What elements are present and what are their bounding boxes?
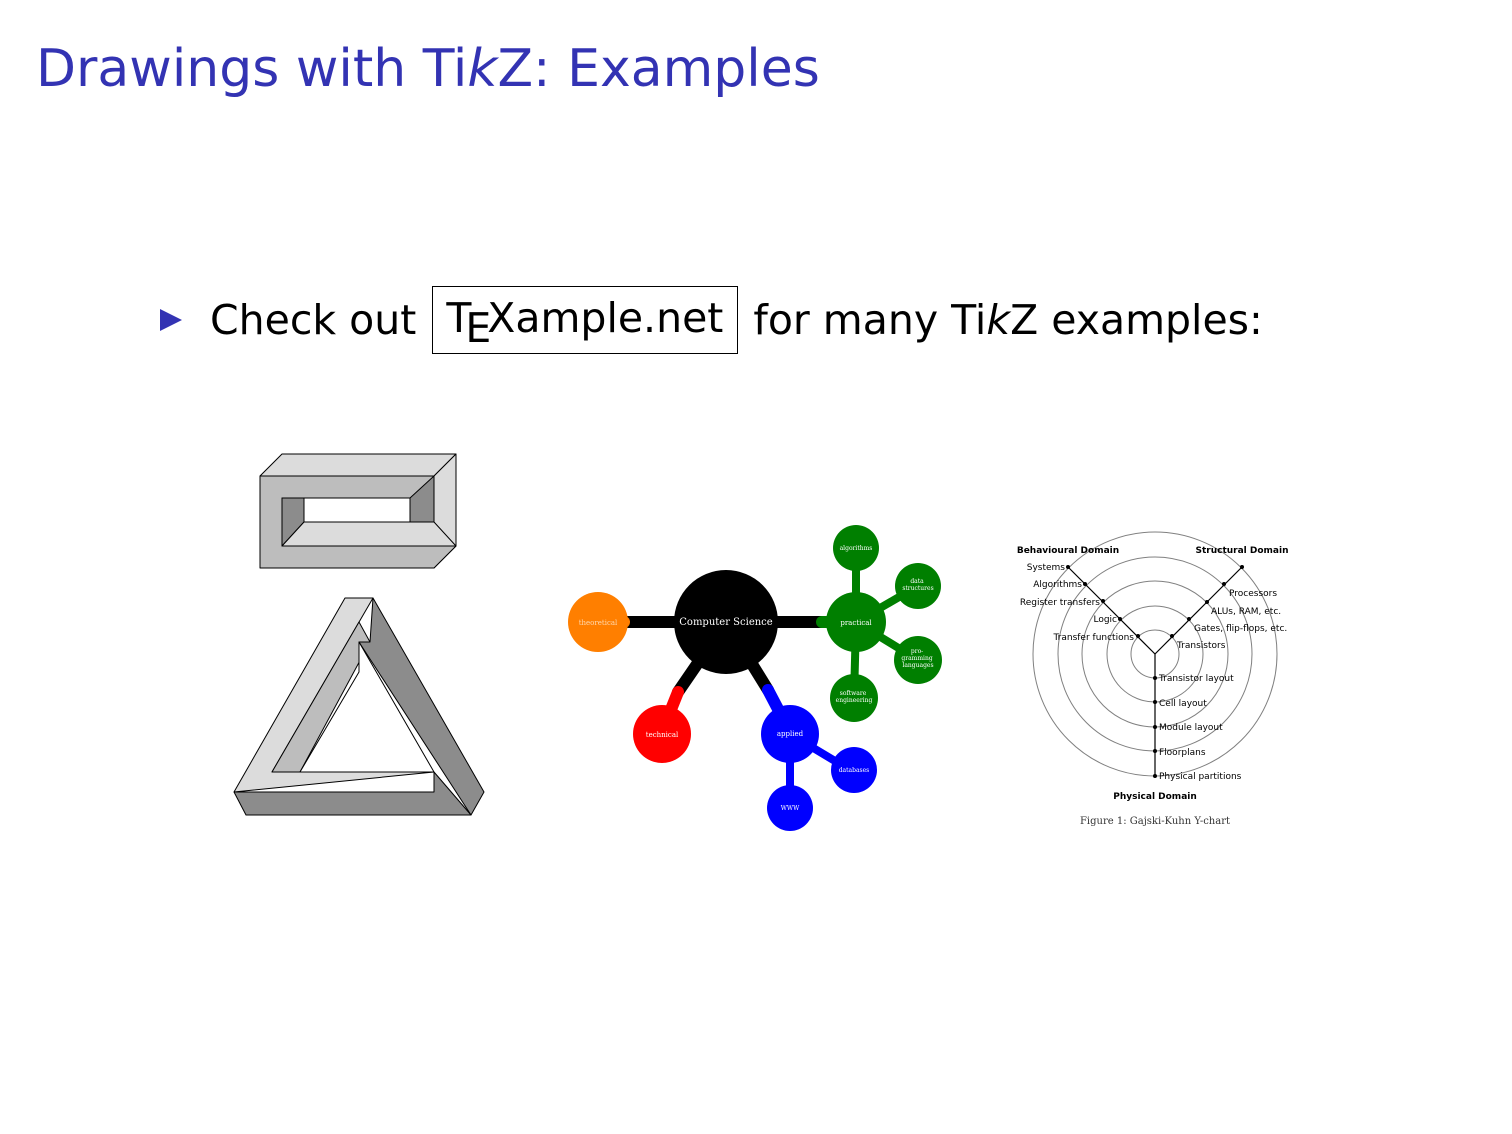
figure-caption: Figure 1: Gajski-Kuhn Y-chart <box>1079 816 1231 827</box>
label-applied: applied <box>777 730 804 738</box>
level-logic: Logic <box>1093 615 1117 625</box>
level-cell-layout: Cell layout <box>1159 699 1207 709</box>
node-algorithms <box>833 525 879 571</box>
level-module-layout: Module layout <box>1159 723 1223 733</box>
bullet-text-post: for many TikZ examples: <box>753 296 1263 344</box>
label-computer-science: Computer Science <box>679 617 773 628</box>
node-programming-languages <box>894 636 942 684</box>
level-transfer-functions: Transfer functions <box>1052 633 1134 643</box>
slide-title: Drawings with TikZ: Examples <box>36 39 820 99</box>
level-transistor-layout: Transistor layout <box>1158 674 1234 684</box>
node-practical <box>826 592 886 652</box>
physical-domain-label: Physical Domain <box>1113 792 1197 802</box>
label-data-structures: data structures <box>902 578 933 592</box>
label-www: WWW <box>781 805 800 812</box>
node-www <box>767 785 813 831</box>
y-chart-drawing: Behavioural Domain Structural Domain Phy… <box>1017 531 1289 802</box>
label-practical: practical <box>840 619 872 627</box>
node-theoretical <box>568 592 628 652</box>
level-algorithms: Algorithms <box>1033 580 1082 590</box>
mindmap-drawing: Computer Science theoretical technical p… <box>568 525 942 831</box>
level-transistors: Transistors <box>1176 641 1226 651</box>
penrose-triangle-drawing <box>233 597 485 816</box>
impossible-rectangle-drawing <box>259 453 457 569</box>
bullet-item: Check out TEXample.net for many TikZ exa… <box>160 284 1263 356</box>
level-systems: Systems <box>1027 563 1066 573</box>
node-applied <box>761 705 819 763</box>
label-algorithms: algorithms <box>840 545 873 552</box>
node-data-structures <box>895 563 941 609</box>
bullet-text-pre: Check out <box>210 296 417 344</box>
level-gates-flipflops: Gates, flip-flops, etc. <box>1194 624 1287 634</box>
structural-domain-label: Structural Domain <box>1195 546 1288 556</box>
label-technical: technical <box>646 731 679 739</box>
bullet-triangle-icon <box>160 309 182 331</box>
label-databases: databases <box>839 767 870 774</box>
node-computer-science <box>674 570 778 674</box>
label-theoretical: theoretical <box>579 619 618 627</box>
level-alus-ram: ALUs, RAM, etc. <box>1211 607 1281 617</box>
level-register-transfers: Register transfers <box>1020 598 1100 608</box>
level-floorplans: Floorplans <box>1159 748 1206 758</box>
texample-link[interactable]: TEXample.net <box>432 286 739 354</box>
level-processors: Processors <box>1229 589 1277 599</box>
label-software-engineering: software engineering <box>836 690 873 704</box>
behavioural-domain-label: Behavioural Domain <box>1017 546 1119 556</box>
node-databases <box>831 747 877 793</box>
label-programming-languages: pro- gramming languages <box>901 648 934 669</box>
level-physical-partitions: Physical partitions <box>1159 772 1242 782</box>
node-software-engineering <box>830 674 878 722</box>
node-technical <box>633 705 691 763</box>
